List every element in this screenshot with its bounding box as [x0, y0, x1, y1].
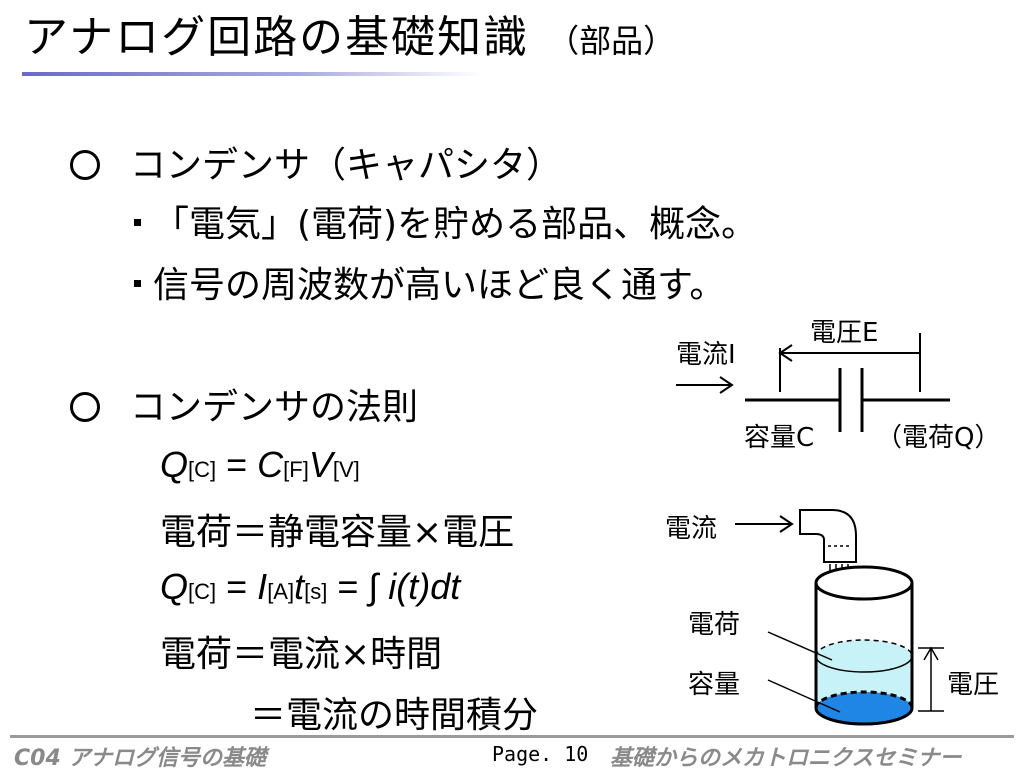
- eq-equals: =: [216, 566, 258, 607]
- integral-symbol: ∫: [368, 566, 379, 607]
- section-heading-text: コンデンサ（キャパシタ）: [130, 145, 563, 186]
- bullet-text: 「電気」(電荷)を貯める部品、概念。: [153, 204, 758, 245]
- title-underline: [22, 72, 482, 76]
- container-base-fill: [816, 692, 912, 724]
- eq-unit: [A]: [267, 579, 295, 604]
- eq-unit: [F]: [283, 457, 309, 482]
- bullet-item: 「電気」(電荷)を貯める部品、概念。: [134, 195, 757, 247]
- faucet-icon: [799, 509, 857, 563]
- flow-arrow-head-icon: [779, 515, 794, 533]
- eq-symbol-q: Q: [160, 444, 189, 485]
- slide-title: アナログ回路の基礎知識 （部品）: [24, 12, 676, 63]
- label-current-i: 電流I: [676, 340, 736, 370]
- eq-equals: =: [216, 444, 258, 485]
- eq-symbol-v: V: [308, 444, 333, 485]
- section-capacitor-heading: コンデンサ（キャパシタ）: [70, 136, 562, 188]
- footer-seminar-name: 基礎からのメカトロニクスセミナー: [610, 746, 962, 768]
- slide-title-sub: （部品）: [547, 22, 676, 60]
- equation-text-1: 電荷＝静電容量×電圧: [160, 512, 515, 553]
- eq-symbol-t: t: [294, 566, 305, 607]
- label-voltage-e: 電圧E: [810, 318, 879, 348]
- square-bullet-icon: [134, 280, 141, 287]
- eq-symbol-q: Q: [160, 566, 189, 607]
- footer-course-title: C04 アナログ信号の基礎: [14, 746, 266, 768]
- capacity-pointer-line: [767, 679, 841, 713]
- voltage-arrow-head-icon: [778, 344, 793, 362]
- charge-pointer-line: [767, 631, 833, 661]
- bullet-text: 信号の周波数が高いほど良く通す。: [153, 265, 726, 306]
- label-current: 電流: [665, 514, 718, 544]
- eq-unit: [s]: [304, 579, 328, 604]
- bullet-item: 信号の周波数が高いほど良く通す。: [134, 256, 725, 308]
- eq-equals: =: [327, 566, 369, 607]
- footer-page-number: Page. 10: [492, 742, 589, 766]
- liquid-surface-front: [815, 655, 913, 673]
- label-charge-q: （電荷Q）: [876, 423, 1001, 453]
- slide-title-main: アナログ回路の基礎知識: [24, 12, 530, 63]
- section-law-heading: コンデンサの法則: [70, 378, 418, 430]
- equation-q-cv: Q[C] = C[F]V[V]: [160, 444, 360, 486]
- label-capacity: 容量: [688, 670, 741, 700]
- eq-symbol-i: I: [257, 566, 268, 607]
- square-bullet-icon: [134, 219, 141, 226]
- circle-bullet-icon: [70, 150, 100, 180]
- label-capacity-c: 容量C: [744, 423, 815, 453]
- equation-text-3: ＝電流の時間積分: [250, 695, 539, 736]
- height-arrow-head-icon: [923, 646, 939, 661]
- footer-divider: [10, 735, 1014, 738]
- eq-symbol-c: C: [257, 444, 284, 485]
- container-top-rim: [814, 565, 914, 601]
- eq-integrand: i(t)dt: [388, 566, 461, 607]
- equation-q-it: Q[C] = I[A]t[s] = ∫ i(t)dt: [160, 566, 460, 608]
- liquid-surface: [816, 640, 912, 672]
- container-bottom-front: [814, 707, 914, 726]
- section-heading-text: コンデンサの法則: [130, 387, 419, 428]
- container-bottom-back: [814, 690, 914, 709]
- circle-bullet-icon: [70, 392, 100, 422]
- equation-text-2: 電荷＝電流×時間: [160, 634, 443, 675]
- label-charge: 電荷: [688, 610, 741, 640]
- label-voltage: 電圧: [947, 670, 1000, 700]
- current-arrow-head-icon: [719, 376, 734, 394]
- eq-unit: [C]: [188, 579, 217, 604]
- eq-unit: [C]: [188, 457, 217, 482]
- eq-unit: [V]: [332, 457, 360, 482]
